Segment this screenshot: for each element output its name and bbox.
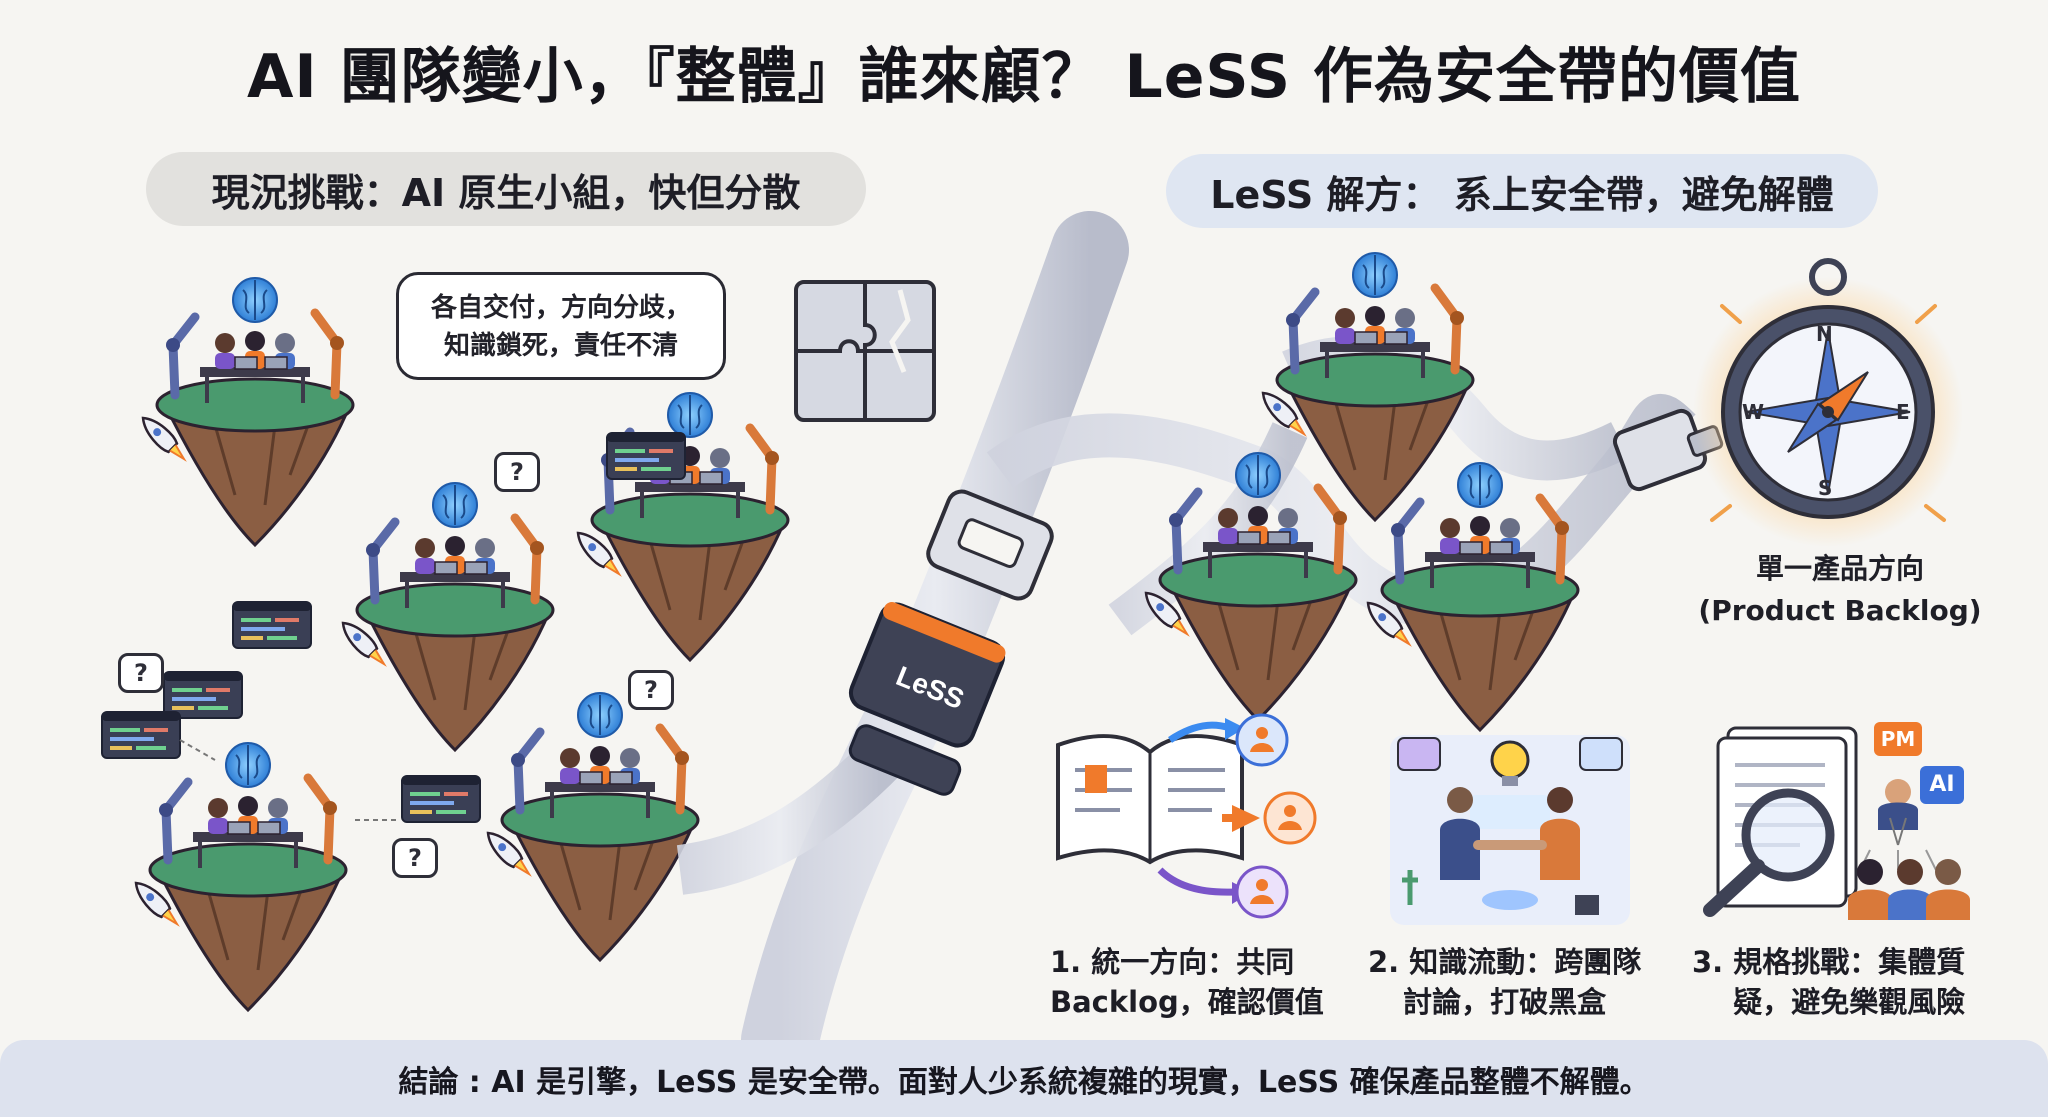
team-island-4 xyxy=(130,743,346,1010)
code-window-icon xyxy=(101,711,181,759)
broken-puzzle-icon xyxy=(794,280,936,422)
handshake-icon xyxy=(1390,735,1630,925)
backlog-label-line2: (Product Backlog) xyxy=(1698,594,1982,627)
question-icon: ? xyxy=(392,838,438,878)
code-window-icon xyxy=(606,432,686,480)
pm-badge: PM xyxy=(1874,722,1922,756)
seatbelt-buckle xyxy=(848,489,1054,796)
question-icon: ? xyxy=(118,653,164,693)
point-2-line-1: 2. 知識流動：跨團隊 xyxy=(1368,945,1642,979)
compass-icon xyxy=(1693,258,1963,547)
book-arrows-icon xyxy=(1056,713,1317,919)
point-knowledge-flow: 2. 知識流動：跨團隊 討論，打破黑盒 xyxy=(1368,942,1641,1022)
compass-west: W xyxy=(1742,400,1765,424)
backlog-label-line1: 單一產品方向 xyxy=(1755,552,1924,585)
compass-north: N xyxy=(1816,322,1833,346)
compass-east: E xyxy=(1896,400,1910,424)
code-window-icon xyxy=(232,601,312,649)
ai-badge: AI xyxy=(1920,766,1964,804)
seatbelt-strap xyxy=(741,211,1129,1079)
page-title: AI 團隊變小，『整體』誰來顧？ LeSS 作為安全帶的價值 xyxy=(246,42,1802,112)
product-backlog-label: 單一產品方向 (Product Backlog) xyxy=(1680,548,2000,632)
question-icon: ? xyxy=(628,670,674,710)
conclusion-footer: 結論 : AI 是引擎，LeSS 是安全帶。面對人少系統複雜的現實，LeSS 確… xyxy=(0,1040,2048,1117)
point-2-line-2: 討論，打破黑盒 xyxy=(1403,985,1607,1019)
point-unified-direction: 1. 統一方向：共同 Backlog，確認價值 xyxy=(1050,942,1324,1022)
point-1-line-1: 1. 統一方向：共同 xyxy=(1050,945,1295,979)
team-island-connected-3 xyxy=(1362,463,1578,730)
solution-header: LeSS 解方： 系上安全帶，避免解體 xyxy=(1166,154,1878,228)
point-3-line-1: 3. 規格挑戰：集體質 xyxy=(1692,945,1966,979)
team-island-connected-2 xyxy=(1140,453,1356,720)
code-window-icon xyxy=(401,775,481,823)
bubble-line-1: 各自交付，方向分歧， xyxy=(430,293,691,323)
team-island-5 xyxy=(482,693,698,960)
spec-review-icon xyxy=(1703,726,1970,920)
point-3-line-2: 疑，避免樂觀風險 xyxy=(1733,985,1966,1019)
point-spec-challenge: 3. 規格挑戰：集體質 疑，避免樂觀風險 xyxy=(1692,942,1965,1022)
question-icon: ? xyxy=(494,452,540,492)
compass-south: S xyxy=(1818,476,1833,500)
challenge-header: 現況挑戰：AI 原生小組，快但分散 xyxy=(146,152,866,226)
problem-speech-bubble: 各自交付，方向分歧， 知識鎖死，責任不清 xyxy=(396,272,726,380)
team-island-1 xyxy=(137,278,353,545)
team-island-2 xyxy=(337,483,553,750)
point-1-line-2: Backlog，確認價值 xyxy=(1050,985,1324,1019)
bubble-line-2: 知識鎖死，責任不清 xyxy=(443,331,678,361)
